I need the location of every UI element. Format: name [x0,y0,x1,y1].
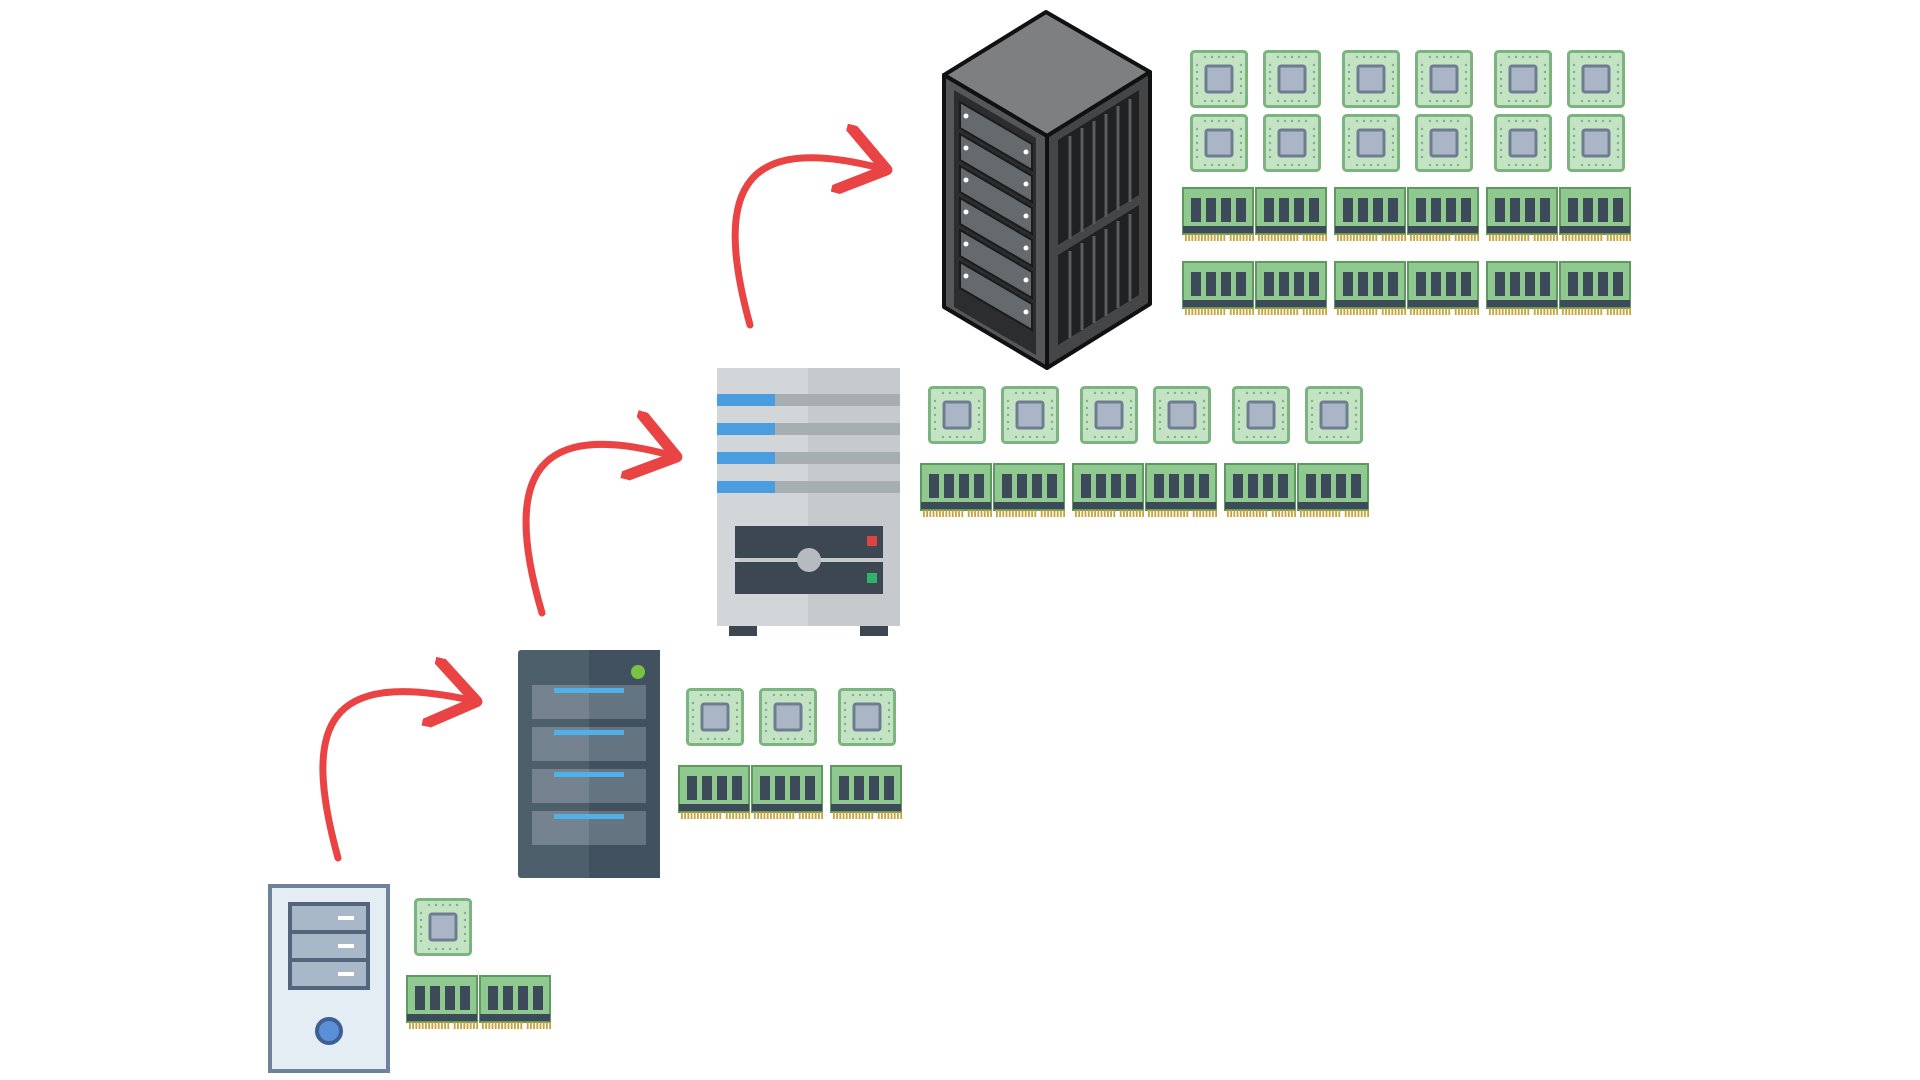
ram-module-icon [1407,261,1479,315]
cpu-chip-icon [1001,386,1059,444]
ram-module-icon [1145,463,1217,517]
ram-module-icon [1407,187,1479,241]
cpu-chip-icon [414,898,472,956]
ram-module-icon [406,975,478,1029]
cpu-chip-icon [686,688,744,746]
cpu-chip-icon [838,688,896,746]
ram-module-icon [1334,187,1406,241]
cpu-chip-icon [1190,50,1248,108]
ram-module-icon [1182,261,1254,315]
cpu-chip-icon [1305,386,1363,444]
datacenter-rack-icon [942,10,1152,370]
cpu-chip-icon [1263,114,1321,172]
cpu-chip-icon [1415,114,1473,172]
cpu-chip-icon [759,688,817,746]
ram-module-icon [751,765,823,819]
ram-module-icon [1224,463,1296,517]
tower-pc-icon [268,884,390,1073]
ram-module-icon [1334,261,1406,315]
cpu-chip-icon [1494,114,1552,172]
cpu-chip-icon [1190,114,1248,172]
arrow-stage3-to-stage4 [731,158,880,329]
cpu-chip-icon [1342,50,1400,108]
ram-module-icon [479,975,551,1029]
ram-module-icon [1072,463,1144,517]
cpu-chip-icon [1080,386,1138,444]
ram-module-icon [1559,187,1631,241]
ram-module-icon [1255,261,1327,315]
ram-module-icon [678,765,750,819]
arrow-stage2-to-stage3 [522,444,670,617]
cpu-chip-icon [1567,50,1625,108]
ram-module-icon [830,765,902,819]
cpu-chip-icon [1567,114,1625,172]
cpu-chip-icon [1342,114,1400,172]
cpu-chip-icon [1232,386,1290,444]
ram-module-icon [1559,261,1631,315]
ram-module-icon [1486,187,1558,241]
cpu-chip-icon [1263,50,1321,108]
cpu-chip-icon [1415,50,1473,108]
cpu-chip-icon [928,386,986,444]
cpu-chip-icon [1153,386,1211,444]
ram-module-icon [1297,463,1369,517]
tall-server-icon [717,368,900,636]
ram-module-icon [1255,187,1327,241]
ram-module-icon [1486,261,1558,315]
ram-module-icon [920,463,992,517]
cpu-chip-icon [1494,50,1552,108]
ram-module-icon [1182,187,1254,241]
arrow-stage1-to-stage2 [319,692,470,862]
ram-module-icon [993,463,1065,517]
rack-server-icon [518,650,660,878]
